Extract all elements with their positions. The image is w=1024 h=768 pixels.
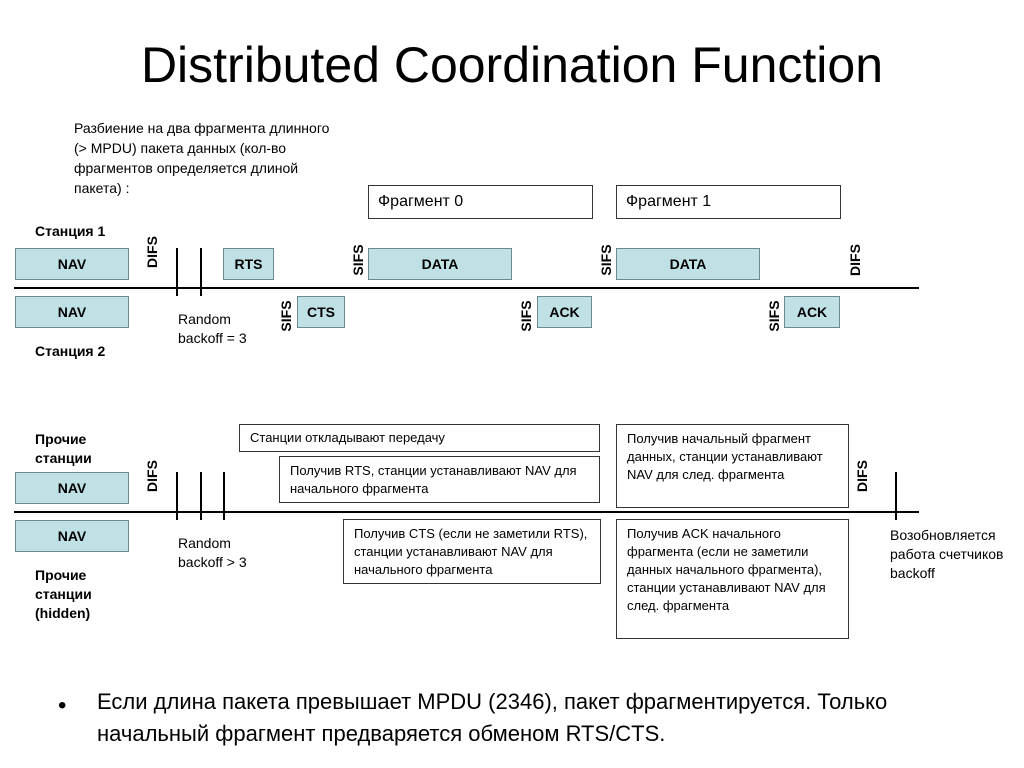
slot-line bbox=[176, 472, 178, 520]
fragment-1-box: Фрагмент 1 bbox=[616, 185, 841, 219]
slot-line bbox=[200, 248, 202, 296]
rts-nav-note-box: Получив RTS, станции устанавливают NAV д… bbox=[279, 456, 600, 503]
cts-nav-note-box: Получив CTS (если не заметили RTS), стан… bbox=[343, 519, 601, 584]
rts-frame: RTS bbox=[223, 248, 274, 280]
nav-frame: NAV bbox=[15, 472, 129, 504]
slot-line bbox=[200, 472, 202, 520]
random-backoff-note: Random backoff = 3 bbox=[178, 311, 247, 346]
slot-line bbox=[223, 472, 225, 520]
difs-label: DIFS bbox=[144, 236, 160, 268]
difs-label: DIFS bbox=[847, 244, 863, 276]
ack-nav-note-box: Получив ACK начального фрагмента (если н… bbox=[616, 519, 849, 639]
sifs-label: SIFS bbox=[766, 300, 782, 332]
timeline-axis bbox=[14, 511, 919, 513]
page-title: Distributed Coordination Function bbox=[140, 37, 884, 93]
other-stations-label: Прочие станции bbox=[35, 431, 92, 466]
difs-label: DIFS bbox=[854, 460, 870, 492]
slot-line bbox=[895, 472, 897, 520]
nav-frame: NAV bbox=[15, 248, 129, 280]
fragment-0-box: Фрагмент 0 bbox=[368, 185, 593, 219]
bullet-text: Если длина пакета превышает MPDU (2346),… bbox=[97, 689, 888, 746]
timeline-axis bbox=[14, 287, 919, 289]
ack-frame: ACK bbox=[537, 296, 592, 328]
defer-note-box: Станции откладывают передачу bbox=[239, 424, 600, 452]
ack-frame: ACK bbox=[784, 296, 840, 328]
random-backoff-note: Random backoff > 3 bbox=[178, 535, 247, 570]
nav-frame: NAV bbox=[15, 296, 129, 328]
hidden-stations-label: Прочие станции (hidden) bbox=[35, 567, 92, 621]
sifs-label: SIFS bbox=[278, 300, 294, 332]
station-2-label: Станция 2 bbox=[35, 343, 106, 359]
station-1-label: Станция 1 bbox=[35, 223, 106, 239]
data-nav-note-box: Получив начальный фрагмент данных, станц… bbox=[616, 424, 849, 508]
sifs-label: SIFS bbox=[598, 244, 614, 276]
resume-backoff-note: Возобновляется работа счетчиков backoff bbox=[890, 527, 1004, 581]
intro-text: Разбиение на два фрагмента длинного (> M… bbox=[74, 120, 330, 196]
sifs-label: SIFS bbox=[518, 300, 534, 332]
sifs-label: SIFS bbox=[350, 244, 366, 276]
data-frame-1: DATA bbox=[616, 248, 760, 280]
difs-label: DIFS bbox=[144, 460, 160, 492]
slot-line bbox=[176, 248, 178, 296]
nav-frame: NAV bbox=[15, 520, 129, 552]
data-frame-0: DATA bbox=[368, 248, 512, 280]
cts-frame: CTS bbox=[297, 296, 345, 328]
bullet-marker: • bbox=[58, 692, 67, 719]
